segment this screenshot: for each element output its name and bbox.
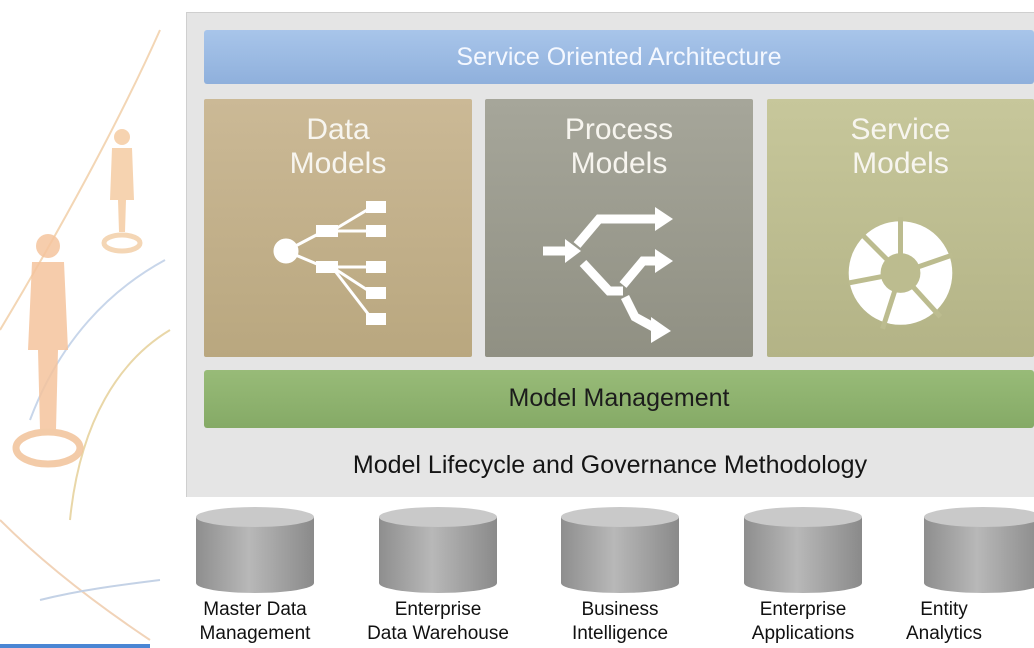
model-management-bar: Model Management: [204, 370, 1034, 428]
service-models-title-line2: Models: [852, 147, 949, 180]
database-cylinder-icon: [196, 507, 314, 593]
process-models-title-line1: Process: [564, 113, 674, 146]
source-label-line2: Intelligence: [571, 623, 669, 644]
source-label-entity-analytics: Entity Analytics: [854, 598, 1034, 646]
database-cylinder-icon: [924, 507, 1034, 593]
source-label-line1: Master Data: [203, 599, 307, 620]
bottom-accent-line: [0, 644, 150, 648]
source-label-enterprise-applications: Enterprise Applications: [713, 598, 893, 646]
data-models-box: Data Models: [204, 99, 472, 357]
soa-bar: Service Oriented Architecture: [204, 30, 1034, 84]
service-cycle-icon: [848, 217, 954, 330]
person-silhouette-large: [12, 234, 84, 468]
hierarchy-tree-icon: [273, 201, 386, 325]
process-flow-arrows-icon: [543, 207, 673, 343]
source-label-line2: Analytics: [905, 623, 983, 644]
service-models-title: Service Models: [767, 99, 1034, 181]
source-label-data-warehouse: Enterprise Data Warehouse: [348, 598, 528, 646]
source-label-master-data: Master Data Management: [165, 598, 345, 646]
people-orbit-illustration: [0, 29, 171, 641]
process-models-box: Process Models: [485, 99, 753, 357]
database-cylinder-icon: [561, 507, 679, 593]
source-label-business-intelligence: Business Intelligence: [530, 598, 710, 646]
source-label-line1: Entity: [920, 599, 968, 620]
source-label-line2: Data Warehouse: [367, 623, 509, 644]
source-label-line2: Management: [199, 623, 311, 644]
source-label-line1: Enterprise: [394, 599, 482, 620]
service-models-title-line1: Service: [850, 113, 951, 146]
data-models-title: Data Models: [204, 99, 472, 181]
service-models-box: Service Models: [767, 99, 1034, 357]
source-label-line1: Business: [581, 599, 659, 620]
methodology-label: Model Lifecycle and Governance Methodolo…: [352, 451, 868, 479]
process-models-title: Process Models: [485, 99, 753, 181]
data-models-title-line1: Data: [306, 113, 370, 146]
data-models-title-line2: Models: [289, 147, 387, 180]
process-models-title-line2: Models: [570, 147, 668, 180]
source-label-line1: Enterprise: [759, 599, 847, 620]
database-cylinder-icon: [379, 507, 497, 593]
person-silhouette-small: [101, 129, 143, 254]
source-label-line2: Applications: [751, 623, 855, 644]
database-cylinder-icon: [744, 507, 862, 593]
